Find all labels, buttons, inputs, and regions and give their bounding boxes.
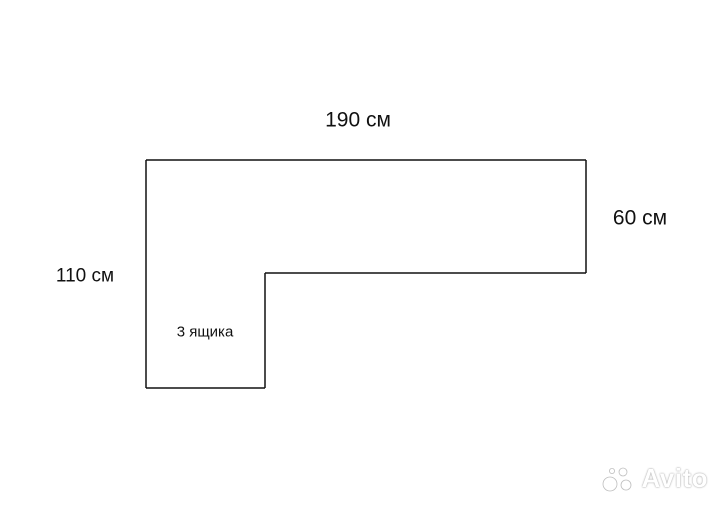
length-dimension-label: 110 см (55, 265, 115, 287)
avito-dots-icon (603, 467, 632, 491)
avito-watermark: Avito (601, 463, 708, 494)
depth-dimension-label: 60 см (612, 206, 668, 230)
width-dimension-label: 190 см (325, 108, 391, 132)
drawers-note-label: 3 ящика (176, 323, 234, 341)
avito-brand-text: Avito (641, 463, 708, 493)
